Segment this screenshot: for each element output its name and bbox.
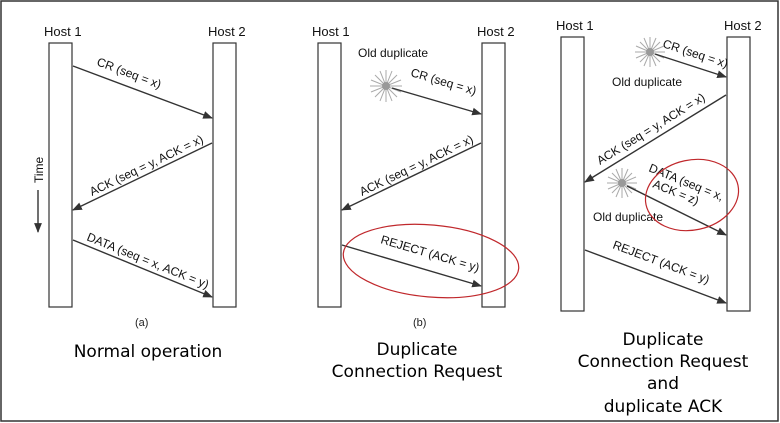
reject-arrow: [341, 244, 482, 288]
caption-line-4: duplicate ACK: [604, 397, 723, 417]
host2-timeline: [726, 36, 751, 312]
host1-timeline: [48, 42, 73, 308]
reject-label: REJECT (ACK = y): [379, 232, 481, 274]
ack-arrow: [72, 142, 213, 211]
cr-label: CR (seq = x): [409, 65, 478, 97]
highlight-circle: [342, 223, 520, 299]
ack-label: ACK (seq = y, ACK = x): [357, 132, 475, 199]
panel-normal-operation: Host 1 Host 2 Time CR (seq = x) ACK (seq…: [32, 24, 246, 362]
old-duplicate-burst-icon-1: [635, 37, 665, 67]
caption-line-2: Connection Request: [332, 362, 503, 382]
old-duplicate-label-2: Old duplicate: [593, 210, 663, 224]
host2-label: Host 2: [477, 24, 515, 39]
cr-arrow: [72, 65, 213, 119]
old-duplicate-label: Old duplicate: [358, 46, 428, 60]
panel-duplicate-connection-request-and-ack: Host 1 Host 2 Old duplicate CR (seq = x)…: [556, 18, 762, 417]
old-duplicate-label-1: Old duplicate: [612, 75, 682, 89]
host2-timeline: [212, 42, 237, 308]
caption-line-3: and: [647, 374, 679, 394]
ack-arrow: [584, 94, 727, 183]
data-arrow: [72, 239, 213, 298]
host2-timeline: [481, 42, 506, 308]
host1-timeline: [317, 42, 342, 308]
highlight-circle: [644, 158, 740, 232]
old-duplicate-burst-icon-2: [607, 168, 637, 198]
cr-arrow: [391, 87, 482, 116]
host1-timeline: [560, 36, 585, 312]
reject-arrow: [584, 249, 727, 304]
host1-label: Host 1: [556, 18, 594, 33]
caption-line-1: Duplicate: [377, 340, 458, 360]
ack-label: ACK (seq = y, ACK = x): [594, 90, 707, 167]
ack-label: ACK (seq = y, ACK = x): [87, 132, 205, 199]
data-label: DATA (seq = x, ACK = y): [85, 230, 211, 292]
caption-line: Normal operation: [74, 342, 223, 362]
cr-label: CR (seq = x): [661, 37, 730, 71]
ack-arrow: [341, 142, 482, 211]
cr-arrow: [654, 53, 727, 79]
panel-a-sublabel: (a): [135, 317, 148, 329]
panel-b-sublabel: (b): [413, 317, 426, 329]
host1-label: Host 1: [44, 24, 82, 39]
host2-label: Host 2: [208, 24, 246, 39]
cr-label: CR (seq = x): [95, 55, 163, 92]
time-axis: Time: [32, 156, 46, 233]
caption-line-2: Connection Request: [578, 352, 749, 372]
panel-duplicate-connection-request: Host 1 Host 2 Old duplicate CR (seq = x)…: [312, 24, 520, 382]
host2-label: Host 2: [724, 18, 762, 33]
old-duplicate-burst-icon: [370, 70, 402, 102]
time-label: Time: [32, 156, 46, 183]
host1-label: Host 1: [312, 24, 350, 39]
caption-line-1: Duplicate: [623, 330, 704, 350]
